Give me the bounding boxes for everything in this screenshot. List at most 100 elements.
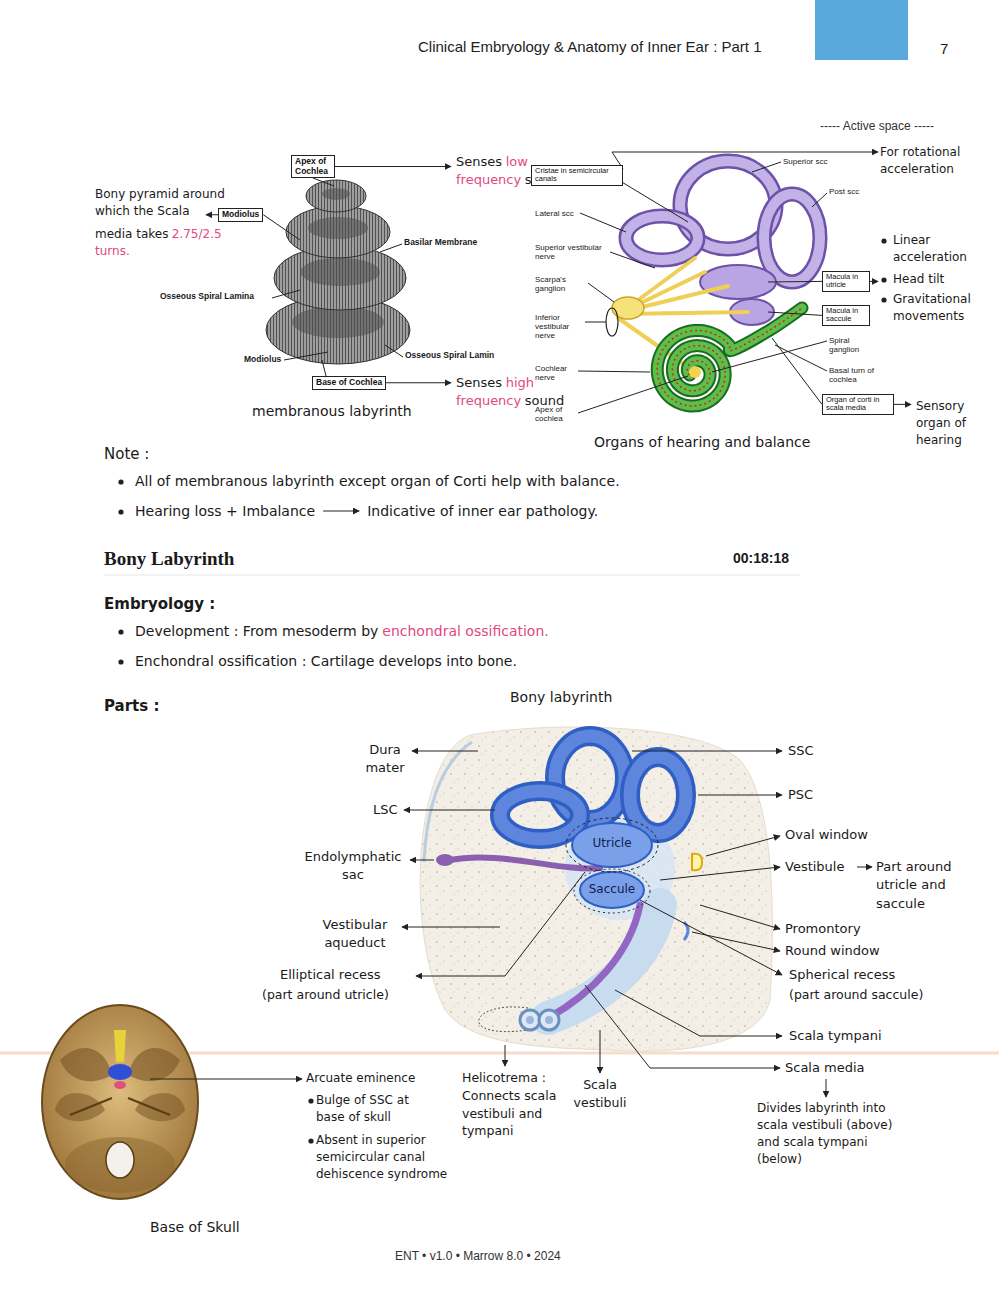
part-label: Scala media [785, 1059, 865, 1077]
leader-line [772, 338, 822, 404]
part-label: LSC [373, 802, 398, 817]
part-label: Spherical recess [789, 966, 895, 984]
figure-caption: membranous labyrinth [252, 403, 412, 419]
part-label: (part around saccule) [789, 987, 923, 1002]
bullet-dot [881, 277, 886, 282]
bullet-text: Gravitational movements [893, 292, 971, 323]
leader-line [404, 810, 495, 811]
part-label: LSC [373, 801, 398, 819]
part-label: Dura mater [365, 742, 404, 775]
bullet-text: Gravitational movements [893, 291, 993, 325]
cochlea-illustration [300, 258, 380, 286]
part-label: Dura mater [350, 741, 420, 778]
part-label: (part around utricle) [262, 986, 389, 1004]
part-label: Scarpa's ganglion [535, 275, 587, 293]
cochlea-spiral [689, 366, 701, 378]
part-label: Scala vestibuli [570, 1076, 630, 1112]
skull-base-illustration [42, 1005, 198, 1199]
part-label: Saccule [572, 881, 652, 898]
part-label: Round window [785, 942, 880, 960]
leader-line [706, 836, 780, 856]
bony-labyrinth-illustration [520, 1010, 540, 1030]
bony-labyrinth-illustration [539, 1010, 559, 1030]
part-label: Modiolus [244, 354, 281, 364]
leader-line [386, 382, 451, 383]
bony-labyrinth-illustration [420, 727, 772, 1051]
page-header: Clinical Embryology & Anatomy of Inner E… [418, 38, 761, 55]
page-footer: ENT • v1.0 • Marrow 8.0 • 2024 [395, 1248, 561, 1265]
leader-line [284, 352, 328, 360]
annotation: Sensory organ of hearing [916, 399, 966, 447]
part-label: Scala media [785, 1060, 865, 1075]
timestamp: 00:18:18 [733, 550, 789, 566]
part-label: Basal turn of cochlea [829, 366, 891, 384]
part-label: Vestibular aqueduct [310, 916, 400, 953]
leader-line [612, 152, 878, 169]
part-label: Basal turn of cochlea [829, 366, 874, 384]
annotation: Part around utricle and saccule [876, 858, 976, 913]
leader-line [775, 345, 827, 371]
cochlea-illustration [306, 180, 366, 212]
leader-line [380, 244, 402, 252]
part-label: Modiolus [244, 355, 281, 365]
part-label: Elliptical recess [280, 966, 381, 984]
annotation: Helicotrema : Connects scala vestibuli a… [462, 1070, 556, 1138]
figure-caption: membranous labyrinth [252, 402, 412, 422]
bony-labyrinth-illustration [580, 872, 644, 908]
bullet-text: Bulge of SSC at base of skull [316, 1093, 409, 1124]
sub-heading: Parts : [104, 696, 159, 717]
bony-labyrinth-illustration [500, 791, 580, 839]
bullet-text: Head tilt [893, 272, 944, 286]
leader-line [412, 751, 478, 752]
bullet-text: Absent in superior semicircular canal de… [316, 1132, 458, 1183]
leader-line [615, 990, 782, 1036]
bony-labyrinth-illustration [545, 1016, 553, 1024]
leader-line [150, 1079, 302, 1080]
section-heading: Bony Labyrinth [104, 548, 234, 569]
cochlea-illustration [322, 188, 350, 200]
part-label: Round window [785, 943, 880, 958]
bullet-text: Head tilt [893, 271, 944, 288]
leader-line [768, 312, 822, 315]
active-space-note: ----- Active space ----- [820, 119, 934, 133]
leader-line [322, 360, 326, 376]
annotation: Sensory organ of hearing [916, 398, 992, 449]
leader-line [712, 341, 827, 372]
cochlea-illustration [266, 180, 410, 364]
leader-line [700, 905, 780, 929]
leader-line [313, 178, 334, 186]
bony-labyrinth-illustration [424, 742, 472, 862]
page-number: 7 [940, 38, 948, 59]
section-heading: Bony Labyrinth [104, 546, 234, 573]
leader-line [263, 215, 300, 240]
annotation: Bony pyramid around which the Scala [95, 187, 225, 218]
annotation: Senses [456, 375, 502, 390]
bullet-text: Indicative of inner ear pathology. [367, 502, 598, 522]
bullet-dot [308, 1098, 313, 1103]
part-label: Endolymphatic sac [298, 848, 408, 885]
figure-caption: Base of Skull [150, 1219, 240, 1235]
bony-labyrinth-illustration [574, 869, 650, 913]
part-label: Utricle [592, 836, 631, 850]
bullet-text: All of membranous labyrinth except organ… [135, 473, 620, 489]
annotation: Senses [456, 154, 502, 169]
label-box: Modiolus [218, 208, 263, 222]
part-label: SSC [788, 743, 814, 758]
bullet-text: Hearing loss + Imbalance [135, 502, 315, 522]
leader-line [416, 872, 585, 976]
leader-line [752, 162, 781, 172]
part-label: Vestibule [785, 858, 844, 876]
part-label: Arcuate eminence [306, 1071, 415, 1085]
bullet-text: Linear acceleration [893, 233, 967, 264]
vestibular-organs-illustration [700, 265, 776, 299]
bullet-text: Absent in superior semicircular canal de… [316, 1133, 447, 1181]
sub-heading: Parts : [104, 697, 159, 715]
header-tab [815, 0, 908, 60]
part-label: Cochlear nerve [535, 364, 579, 382]
leader-line [578, 371, 650, 372]
leader-line [826, 1079, 827, 1097]
bony-labyrinth-illustration [436, 854, 454, 866]
leader-line [505, 1045, 506, 1066]
bony-labyrinth-illustration [526, 1016, 534, 1024]
leader-line [335, 166, 451, 167]
